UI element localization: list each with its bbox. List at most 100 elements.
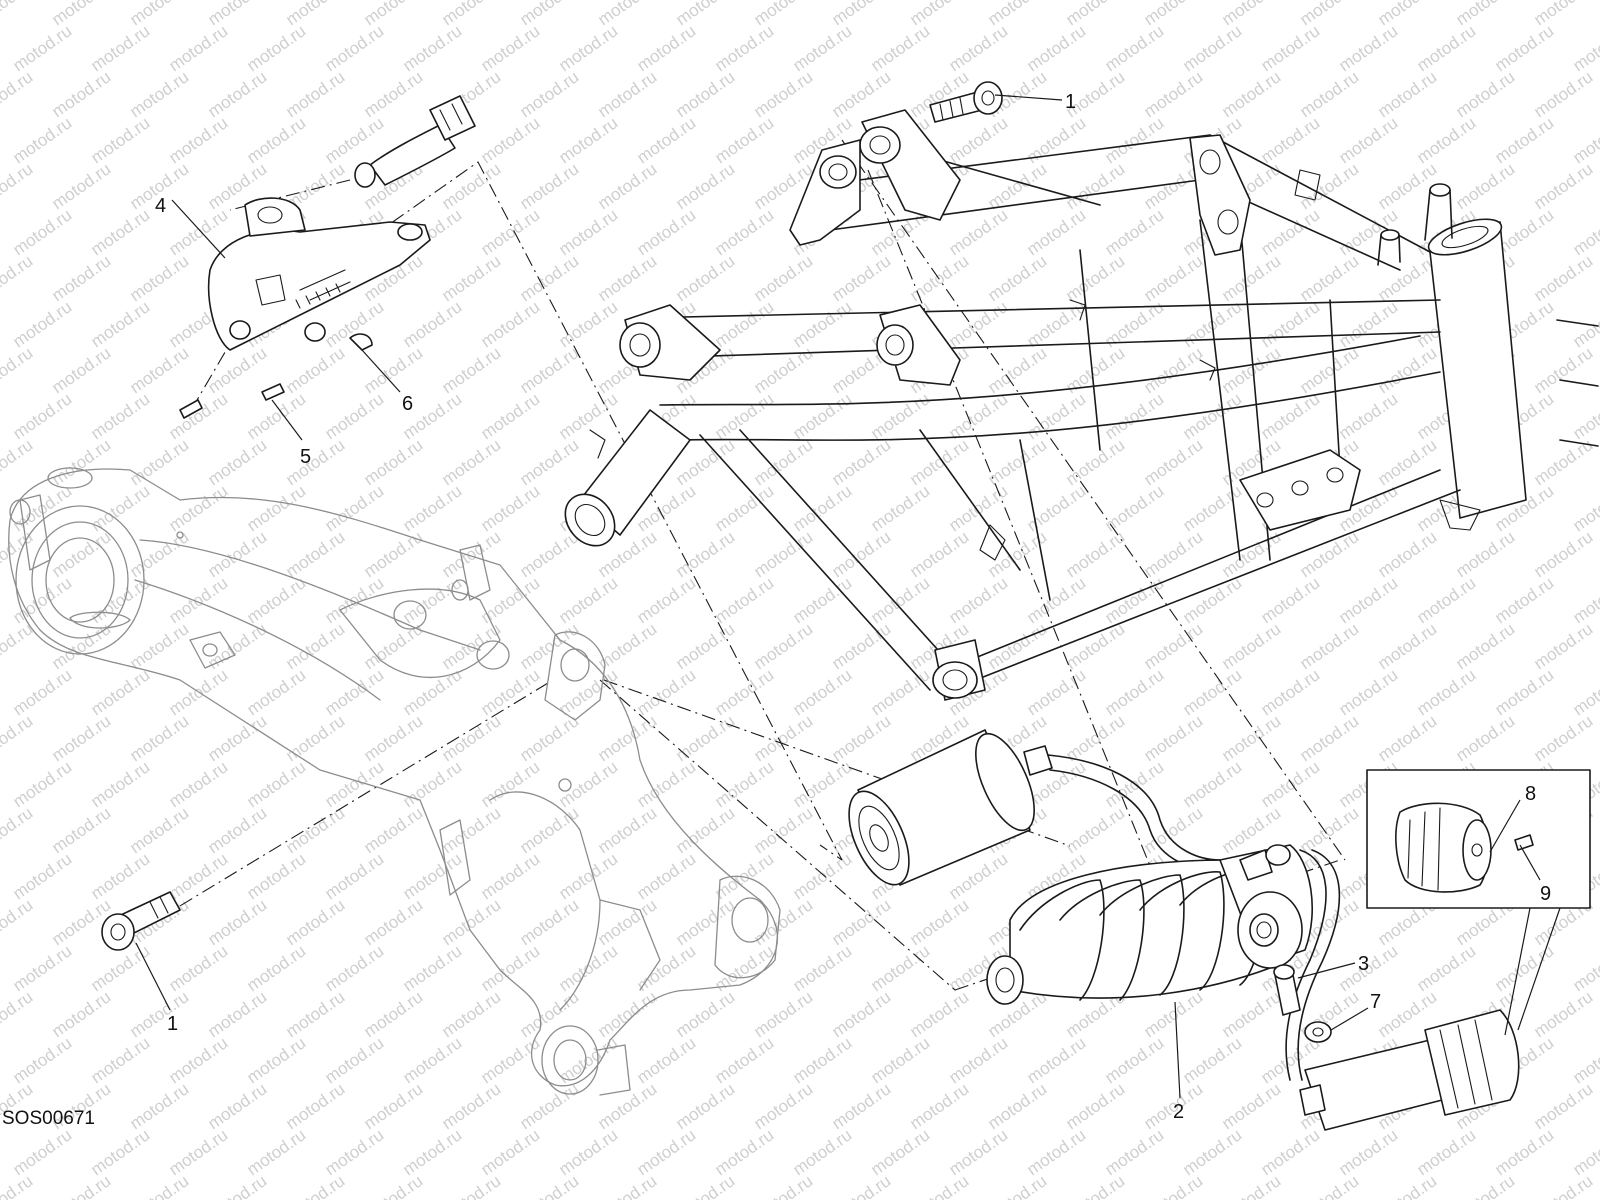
watermark-text: motod.ru bbox=[1140, 527, 1206, 581]
watermark-text: motod.ru bbox=[399, 481, 465, 535]
watermark-text: motod.ru bbox=[1530, 987, 1596, 1041]
watermark-text: motod.ru bbox=[204, 895, 270, 949]
watermark-text: motod.ru bbox=[282, 803, 348, 857]
watermark-text: motod.ru bbox=[828, 435, 894, 489]
watermark-text: motod.ru bbox=[243, 573, 309, 627]
watermark-text: motod.ru bbox=[633, 21, 699, 75]
watermark-text: motod.ru bbox=[1491, 113, 1557, 167]
bolt-shock-3 bbox=[1273, 964, 1301, 1016]
watermark-text: motod.ru bbox=[126, 435, 192, 489]
watermark-text: motod.ru bbox=[243, 665, 309, 719]
watermark-text: motod.ru bbox=[0, 343, 36, 397]
watermark-text: motod.ru bbox=[204, 619, 270, 673]
watermark-text: motod.ru bbox=[633, 205, 699, 259]
watermark-text: motod.ru bbox=[1452, 67, 1518, 121]
watermark-text: motod.ru bbox=[555, 573, 621, 627]
watermark-text: motod.ru bbox=[243, 21, 309, 75]
watermark-text: motod.ru bbox=[9, 297, 75, 351]
watermark-text: motod.ru bbox=[204, 987, 270, 1041]
watermark-text: motod.ru bbox=[1101, 21, 1167, 75]
watermark-text: motod.ru bbox=[0, 803, 36, 857]
callout-3: 3 bbox=[1358, 953, 1369, 975]
watermark-text: motod.ru bbox=[1335, 389, 1401, 443]
watermark-text: motod.ru bbox=[1413, 573, 1479, 627]
watermark-text: motod.ru bbox=[1452, 159, 1518, 213]
watermark-text: motod.ru bbox=[789, 1033, 855, 1087]
watermark-text: motod.ru bbox=[1530, 435, 1596, 489]
watermark-text: motod.ru bbox=[0, 435, 36, 489]
watermark-text: motod.ru bbox=[126, 251, 192, 305]
watermark-text: motod.ru bbox=[789, 21, 855, 75]
watermark-text: motod.ru bbox=[321, 757, 387, 811]
watermark-text: motod.ru bbox=[243, 1033, 309, 1087]
sensor-bracket-assembly bbox=[179, 95, 476, 419]
watermark-text: motod.ru bbox=[945, 1125, 1011, 1179]
watermark-text: motod.ru bbox=[594, 67, 660, 121]
watermark-text: motod.ru bbox=[1413, 21, 1479, 75]
watermark-text: motod.ru bbox=[438, 527, 504, 581]
watermark-text: motod.ru bbox=[48, 251, 114, 305]
watermark-text: motod.ru bbox=[1023, 1125, 1089, 1179]
watermark-text: motod.ru bbox=[1062, 251, 1128, 305]
watermark-text: motod.ru bbox=[789, 481, 855, 535]
watermark-text: motod.ru bbox=[1101, 481, 1167, 535]
leader-lines bbox=[135, 94, 1541, 1099]
watermark-text: motod.ru bbox=[1452, 711, 1518, 765]
watermark-text: motod.ru bbox=[1101, 389, 1167, 443]
watermark-text: motod.ru bbox=[0, 0, 36, 29]
watermark-text: motod.ru bbox=[555, 205, 621, 259]
watermark-text: motod.ru bbox=[1257, 389, 1323, 443]
watermark-text: motod.ru bbox=[1179, 757, 1245, 811]
watermark-text: motod.ru bbox=[555, 757, 621, 811]
watermark-text: motod.ru bbox=[165, 573, 231, 627]
watermark-text: motod.ru bbox=[1101, 1033, 1167, 1087]
watermark-text: motod.ru bbox=[750, 895, 816, 949]
watermark-text: motod.ru bbox=[282, 343, 348, 397]
main-frame bbox=[564, 109, 1599, 701]
watermark-text: motod.ru bbox=[399, 757, 465, 811]
watermark-text: motod.ru bbox=[906, 987, 972, 1041]
watermark-text: motod.ru bbox=[9, 205, 75, 259]
watermark-text: motod.ru bbox=[789, 757, 855, 811]
watermark-text: motod.ru bbox=[828, 711, 894, 765]
watermark-text: motod.ru bbox=[711, 1033, 777, 1087]
watermark-text: motod.ru bbox=[282, 895, 348, 949]
watermark-text: motod.ru bbox=[1296, 619, 1362, 673]
watermark-text: motod.ru bbox=[1452, 527, 1518, 581]
callout-9: 9 bbox=[1540, 883, 1551, 905]
watermark-text: motod.ru bbox=[360, 987, 426, 1041]
watermark-text: motod.ru bbox=[204, 711, 270, 765]
watermark-text: motod.ru bbox=[750, 619, 816, 673]
watermark-text: motod.ru bbox=[633, 113, 699, 167]
watermark-text: motod.ru bbox=[321, 849, 387, 903]
watermark-text: motod.ru bbox=[516, 895, 582, 949]
watermark-text: motod.ru bbox=[204, 435, 270, 489]
watermark-text: motod.ru bbox=[1530, 1171, 1596, 1200]
watermark-text: motod.ru bbox=[1530, 159, 1596, 213]
watermark-text: motod.ru bbox=[555, 389, 621, 443]
watermark-text: motod.ru bbox=[789, 849, 855, 903]
watermark-text: motod.ru bbox=[0, 895, 36, 949]
watermark-text: motod.ru bbox=[1218, 711, 1284, 765]
watermark-text: motod.ru bbox=[711, 1125, 777, 1179]
watermark-text: motod.ru bbox=[360, 803, 426, 857]
watermark-text: motod.ru bbox=[282, 527, 348, 581]
watermark-text: motod.ru bbox=[87, 665, 153, 719]
watermark-text: motod.ru bbox=[828, 1079, 894, 1133]
watermark-text: motod.ru bbox=[789, 573, 855, 627]
watermark-text: motod.ru bbox=[750, 435, 816, 489]
watermark-text: motod.ru bbox=[1413, 1125, 1479, 1179]
watermark-text: motod.ru bbox=[9, 21, 75, 75]
watermark-text: motod.ru bbox=[1140, 711, 1206, 765]
watermark-text: motod.ru bbox=[633, 1125, 699, 1179]
watermark-text: motod.ru bbox=[1023, 389, 1089, 443]
watermark-text: motod.ru bbox=[750, 711, 816, 765]
watermark-text: motod.ru bbox=[0, 1171, 36, 1200]
watermark-text: motod.ru bbox=[750, 803, 816, 857]
watermark-text: motod.ru bbox=[711, 481, 777, 535]
watermark-text: motod.ru bbox=[126, 67, 192, 121]
watermark-text: motod.ru bbox=[87, 113, 153, 167]
watermark-text: motod.ru bbox=[438, 343, 504, 397]
watermark-text: motod.ru bbox=[594, 1171, 660, 1200]
watermark-text: motod.ru bbox=[555, 21, 621, 75]
